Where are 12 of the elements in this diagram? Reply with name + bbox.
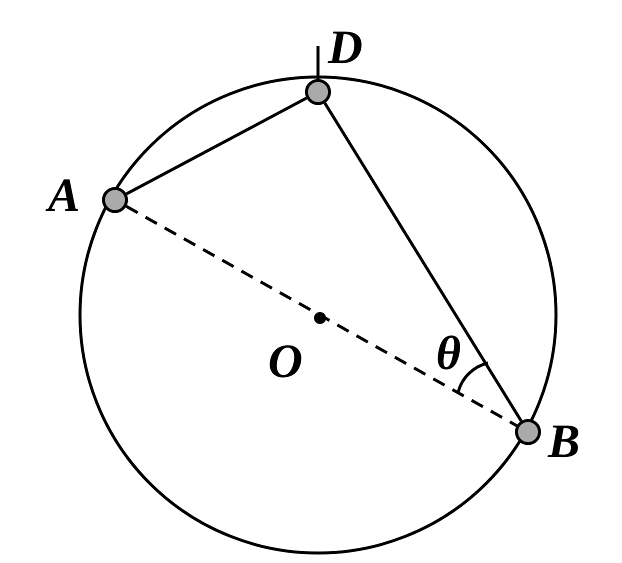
point-label: A	[48, 172, 80, 220]
center-dot	[314, 312, 326, 324]
point-marker	[305, 79, 331, 105]
point-marker	[515, 419, 541, 445]
dashed-line	[126, 205, 518, 427]
line-segment	[126, 96, 308, 196]
angle-label: θ	[436, 330, 461, 378]
line-segment	[324, 102, 522, 422]
point-label: B	[548, 418, 580, 466]
point-label: D	[328, 24, 363, 72]
point-label: O	[268, 338, 303, 386]
point-marker	[102, 187, 128, 213]
